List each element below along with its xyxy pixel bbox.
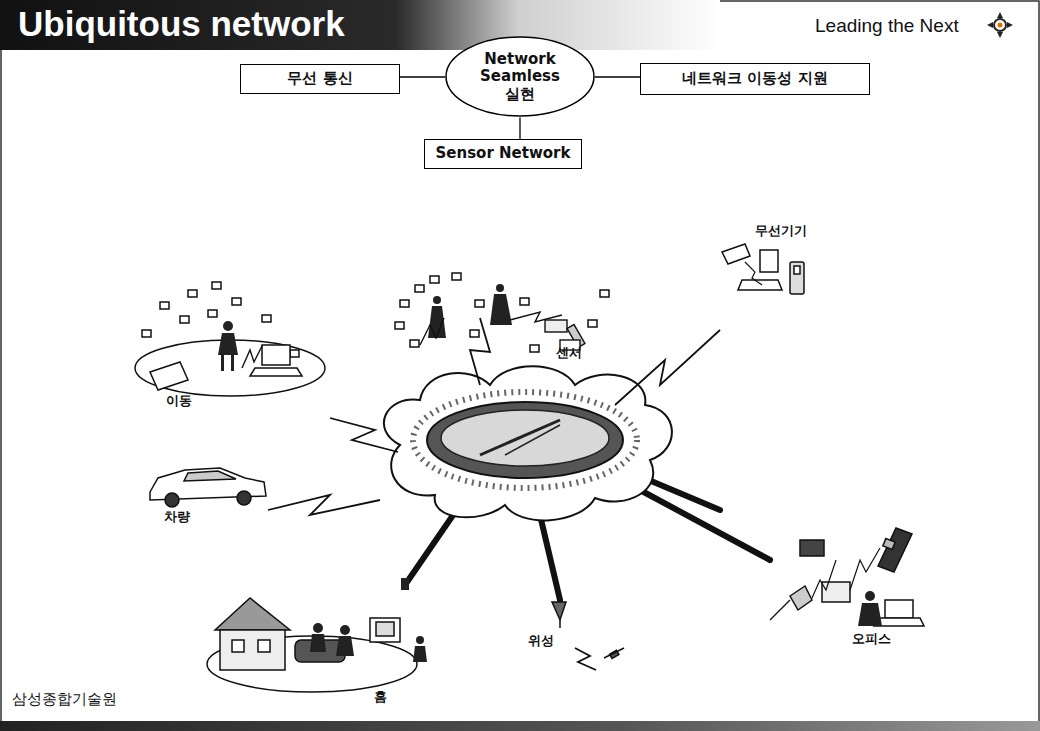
slide-title: Ubiquitous network [18, 4, 345, 44]
label-box: Sensor Network [424, 139, 583, 169]
sensor-label: 센서 [556, 344, 582, 362]
node-text: Network Seamless 실현 [478, 51, 562, 103]
office-label: 오피스 [852, 630, 891, 648]
institute-label: 삼성종합기술원 [12, 690, 117, 709]
vehicle-label: 차량 [164, 508, 190, 526]
connector-line [520, 118, 521, 140]
home-label: 홈 [374, 688, 387, 706]
connector-line [595, 76, 640, 77]
node-text: Sensor Network [436, 145, 571, 162]
node-text: 무선 통신 [287, 70, 352, 87]
brand-slogan: Leading the Next [815, 15, 959, 37]
seamless-ellipse: Network Seamless 실현 [445, 36, 595, 117]
label-box: 네트워크 이동성 지원 [640, 63, 870, 95]
mobile-label: 이동 [166, 392, 192, 410]
device-label: 무선기기 [755, 222, 807, 240]
label-box: 무선 통신 [240, 64, 400, 94]
connector-line [400, 76, 445, 77]
satellite-label: 위성 [528, 632, 554, 650]
node-text: 네트워크 이동성 지원 [682, 70, 827, 87]
